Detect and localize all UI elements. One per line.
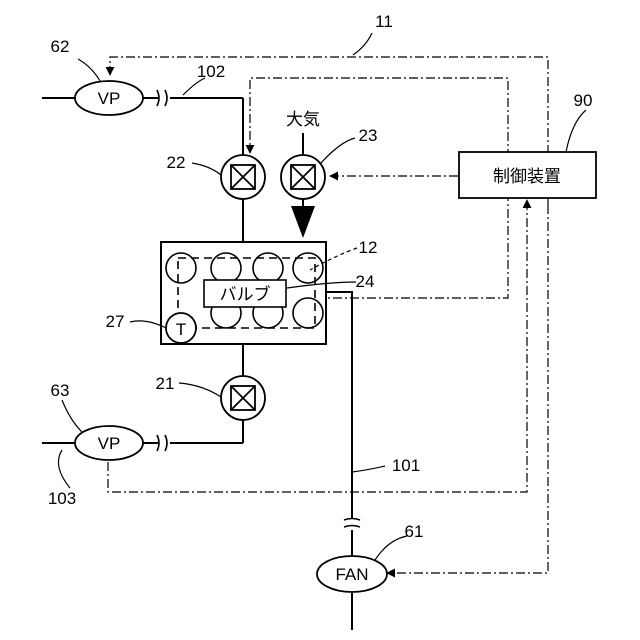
valve-box-label: バルブ (220, 284, 271, 305)
leader-21 (179, 383, 221, 397)
leader-101 (352, 466, 385, 472)
vp-lower-label: VP (98, 434, 121, 453)
ref-27: 27 (106, 312, 125, 331)
leader-22 (192, 163, 221, 175)
ref-103: 103 (48, 489, 76, 508)
signal-line-to-fan (387, 205, 548, 573)
vp-upper-label: VP (98, 89, 121, 108)
controller-label: 制御装置 (493, 167, 561, 187)
ref-23: 23 (359, 126, 378, 145)
leader-61 (375, 536, 407, 560)
ref-61: 61 (405, 522, 424, 541)
ref-101: 101 (392, 456, 420, 475)
break-lower-2 (165, 435, 167, 451)
leader-63 (62, 400, 82, 432)
leader-11 (353, 33, 372, 55)
leader-90 (566, 110, 586, 152)
break-upper-2 (165, 90, 167, 106)
ref-22: 22 (167, 153, 186, 172)
ref-102: 102 (197, 62, 225, 81)
break-fan-2 (344, 526, 360, 528)
break-fan-1 (344, 519, 360, 521)
ref-90: 90 (574, 91, 593, 110)
sensor-label: T (176, 320, 186, 339)
ref-62: 62 (51, 37, 70, 56)
leader-23 (321, 138, 355, 163)
valve-23 (281, 155, 325, 199)
atmosphere-inflow-arrow (291, 206, 315, 238)
ref-63: 63 (51, 381, 70, 400)
ref-21: 21 (156, 374, 175, 393)
ref-12: 12 (359, 238, 378, 257)
atmosphere-label: 大気 (286, 110, 320, 130)
leader-62 (78, 59, 100, 81)
ref-24: 24 (356, 272, 375, 291)
leader-103 (58, 450, 70, 488)
valve-22 (221, 155, 265, 199)
ref-11: 11 (375, 12, 393, 31)
valve-21 (221, 376, 265, 420)
fan-label: FAN (335, 565, 368, 584)
